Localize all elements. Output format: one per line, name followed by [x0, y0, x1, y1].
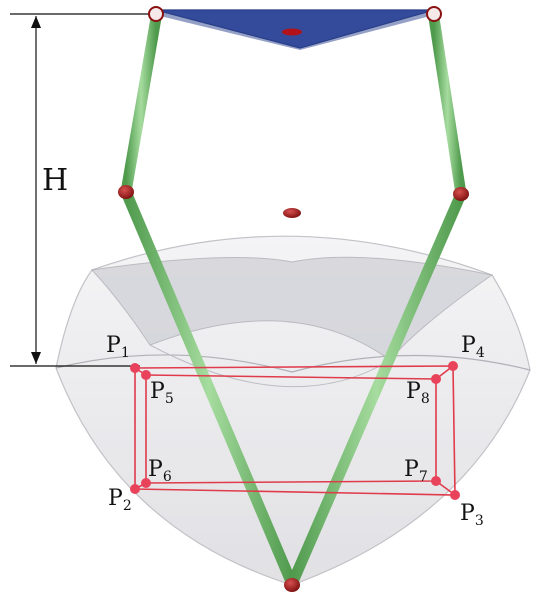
point-p5-label: P5: [150, 379, 174, 407]
height-dimension: H: [10, 13, 160, 367]
point-p6-label: P6: [148, 457, 172, 485]
point-p4-label: P4: [461, 333, 485, 361]
center-elbow-joint: [283, 208, 301, 218]
workspace-inner-curve: [149, 344, 391, 388]
robot-joints: [118, 185, 469, 592]
point-p5-marker: [141, 370, 151, 380]
point-p2-marker: [130, 484, 140, 494]
point-p3-marker: [450, 490, 460, 500]
point-p1-marker: [130, 363, 140, 373]
point-markers: [130, 361, 460, 500]
point-labels: P1 P2 P3 P4 P5 P6 P7 P8: [106, 333, 485, 529]
left-lower-arm: [120, 186, 298, 590]
platform-center-hole: [282, 28, 302, 36]
platform-right-joint: [426, 6, 442, 22]
dimension-label: H: [42, 163, 68, 198]
end-effector-joint: [284, 578, 300, 592]
dimension-arrow-top: [31, 16, 41, 28]
left-elbow-joint: [118, 185, 134, 199]
point-p4-marker: [448, 361, 458, 371]
dimension-arrow-bottom: [31, 352, 41, 364]
robot-legs: [120, 12, 467, 590]
point-p6-marker: [141, 478, 151, 488]
point-p8-label: P8: [406, 379, 430, 407]
left-upper-arm: [120, 12, 162, 198]
base-platform: [148, 6, 442, 50]
point-p1-label: P1: [106, 333, 130, 361]
point-p7-marker: [431, 476, 441, 486]
point-p7-label: P7: [404, 457, 428, 485]
platform-left-joint: [148, 6, 164, 22]
point-p3-label: P3: [460, 501, 484, 529]
right-lower-arm: [286, 188, 467, 590]
right-elbow-joint: [453, 187, 469, 201]
point-p2-label: P2: [108, 486, 132, 514]
right-upper-arm: [428, 12, 467, 200]
point-p8-marker: [431, 374, 441, 384]
